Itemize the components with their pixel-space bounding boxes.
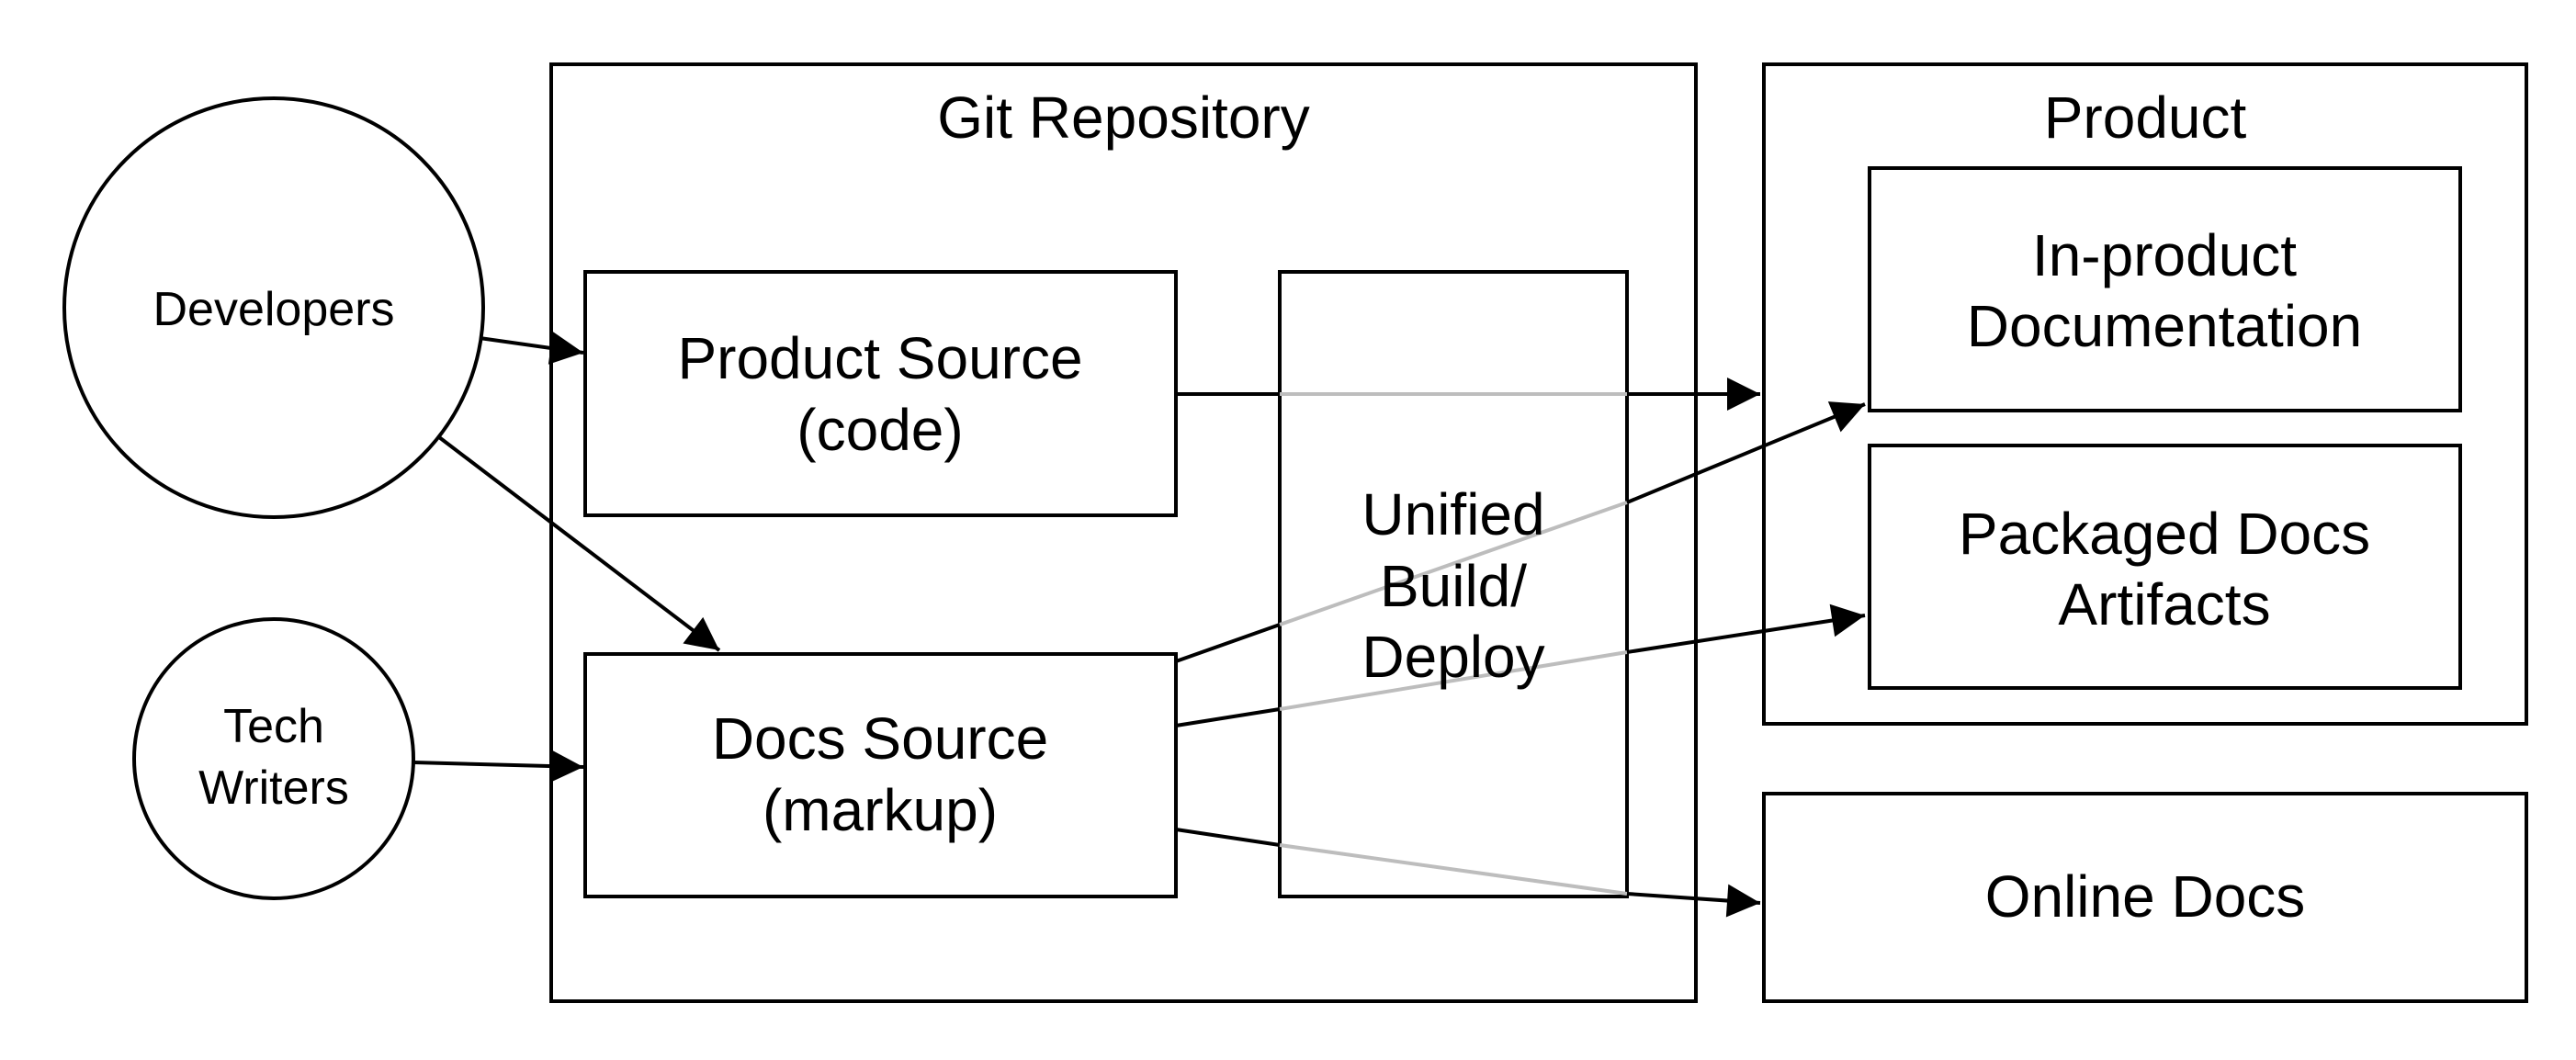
product-source-label-line2: (code) [797, 397, 963, 463]
packaged-docs-artifacts-node [1868, 444, 2462, 690]
in-product-label-line2: Documentation [1967, 293, 2362, 359]
docs-source-label-line2: (markup) [763, 777, 998, 843]
in-product-documentation-node [1868, 166, 2462, 412]
edge-docs-source-to-packaged-docs [1175, 603, 1866, 727]
docs-source-label-line1: Docs Source [712, 705, 1048, 772]
edge-developers-to-docs-source [437, 435, 721, 652]
product-title: Product [2044, 85, 2247, 151]
git-repository-title: Git Repository [937, 85, 1309, 151]
tech-writers-label-line1: Tech [223, 700, 324, 753]
developers-node [62, 96, 485, 519]
in-product-label-line1: In-product [2032, 222, 2297, 288]
build-label-line1: Unified [1361, 481, 1544, 547]
edge-docs-source-to-in-product-docs [1175, 401, 1866, 663]
developers-label: Developers [153, 283, 394, 336]
packaged-docs-label-line2: Artifacts [2058, 571, 2270, 637]
unified-build-deploy-node [1278, 270, 1629, 898]
tech-writers-label-line2: Writers [198, 761, 349, 815]
build-label-line3: Deploy [1361, 624, 1544, 690]
docs-source-node [583, 652, 1178, 898]
edge-developers-to-product-source [479, 332, 584, 365]
tech-writers-node [132, 617, 415, 900]
edge-docs-source-to-online-docs [1175, 828, 1761, 918]
online-docs-node [1762, 792, 2528, 1003]
online-docs-label: Online Docs [1985, 863, 2306, 930]
build-label-line2: Build/ [1380, 553, 1527, 619]
edge-tech-writers-to-docs-source [412, 750, 584, 784]
product-source-node [583, 270, 1178, 517]
packaged-docs-label-line1: Packaged Docs [1959, 501, 2370, 567]
product-source-label-line1: Product Source [677, 325, 1082, 391]
